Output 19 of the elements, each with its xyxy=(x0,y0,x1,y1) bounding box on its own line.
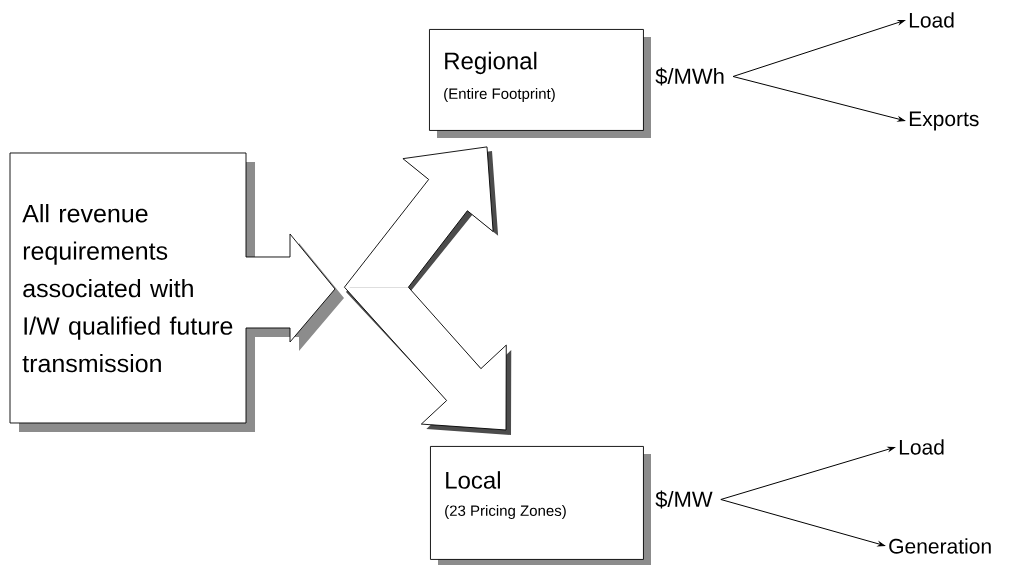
arrow xyxy=(732,19,905,77)
target-label: Generation xyxy=(889,538,991,554)
target-label: Exports xyxy=(909,111,979,131)
callout-box: All revenue requirements associated with I/W qualified future transmission xyxy=(9,152,344,432)
unit-label: $/MWh xyxy=(655,67,724,86)
block-arrow xyxy=(343,146,499,292)
box xyxy=(429,29,651,138)
box-heading: Local xyxy=(446,471,500,489)
arrow xyxy=(732,76,905,122)
box-heading: Regional xyxy=(445,51,537,75)
box xyxy=(430,446,651,565)
box-subtitle: (Entire Footprint) xyxy=(444,88,555,102)
unit-label: $/MW xyxy=(655,490,713,509)
arrow xyxy=(720,499,885,547)
target-label: Load xyxy=(909,12,954,28)
box-subtitle: (23 Pricing Zones) xyxy=(445,505,566,519)
arrow xyxy=(720,446,895,500)
target-label: Load xyxy=(899,439,944,455)
block-arrow xyxy=(343,286,512,435)
